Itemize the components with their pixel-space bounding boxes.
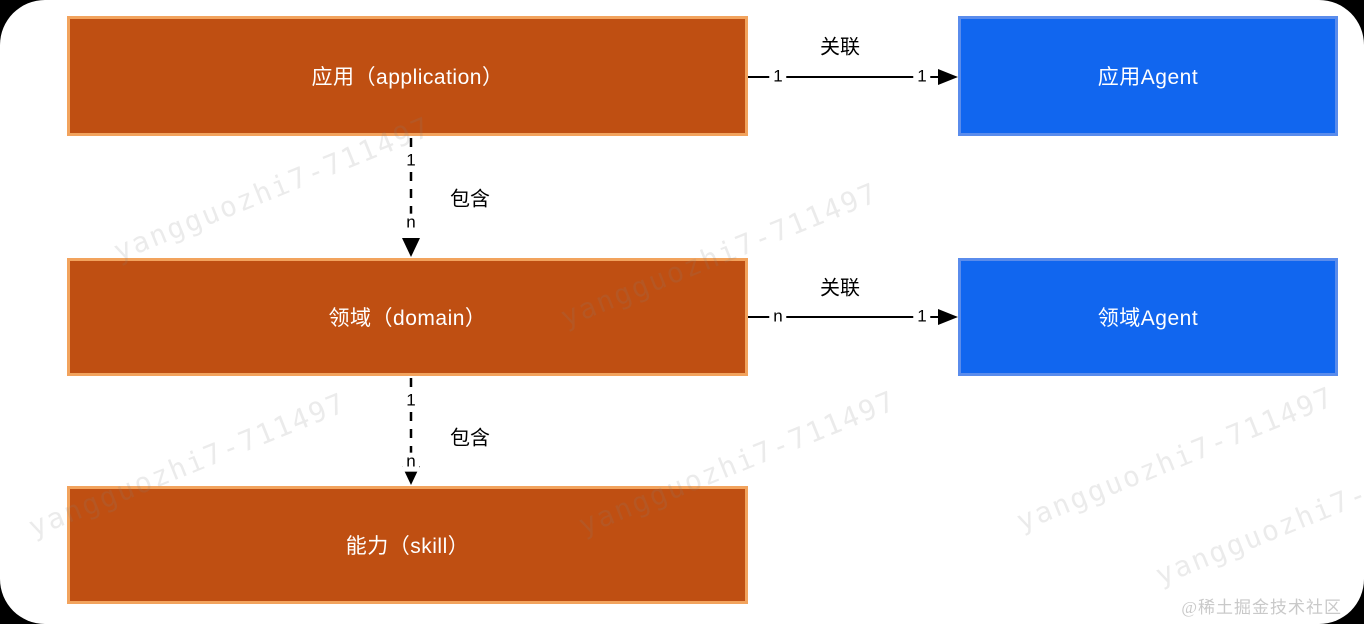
node-application-agent: 应用Agent: [958, 16, 1338, 136]
node-domain-agent: 领域Agent: [958, 258, 1338, 376]
edge-application-to-appagent-arrowhead-icon: [938, 69, 958, 85]
edge-domain-to-domainagent-from-cardinality: n: [769, 307, 787, 327]
edge-application-to-domain-from-cardinality: 1: [402, 151, 420, 171]
watermark-text: yangguozhi7-711497: [1150, 434, 1364, 592]
edge-application-to-appagent-from-cardinality: 1: [769, 67, 787, 87]
edge-application-to-appagent-label: 关联: [820, 36, 860, 59]
edge-application-to-domain-to-cardinality: n: [402, 213, 420, 233]
node-application: 应用（application）: [67, 16, 748, 136]
edge-domain-to-domainagent-arrowhead-icon: [938, 309, 958, 325]
watermark-text: yangguozhi7-711497: [1011, 380, 1339, 538]
node-skill-label: 能力（skill）: [345, 535, 470, 558]
edge-application-to-domain-label: 包含: [450, 188, 490, 211]
edge-application-to-domain-arrowhead-icon: [402, 238, 420, 257]
node-domain: 领域（domain）: [67, 258, 748, 376]
node-domain-agent-label: 领域Agent: [1097, 307, 1199, 330]
node-skill: 能力（skill）: [67, 486, 748, 604]
edge-application-to-appagent-to-cardinality: 1: [913, 67, 931, 87]
edge-domain-to-skill-to-cardinality: n: [402, 452, 420, 472]
node-application-label: 应用（application）: [311, 66, 504, 89]
community-credit: @稀土掘金技术社区: [1181, 598, 1342, 617]
node-application-agent-label: 应用Agent: [1097, 66, 1199, 89]
edge-domain-to-domainagent-to-cardinality: 1: [913, 307, 931, 327]
edge-domain-to-domainagent-label: 关联: [820, 277, 860, 300]
edge-domain-to-skill-from-cardinality: 1: [402, 391, 420, 411]
node-domain-label: 领域（domain）: [328, 307, 487, 330]
edge-domain-to-skill-label: 包含: [450, 427, 490, 450]
